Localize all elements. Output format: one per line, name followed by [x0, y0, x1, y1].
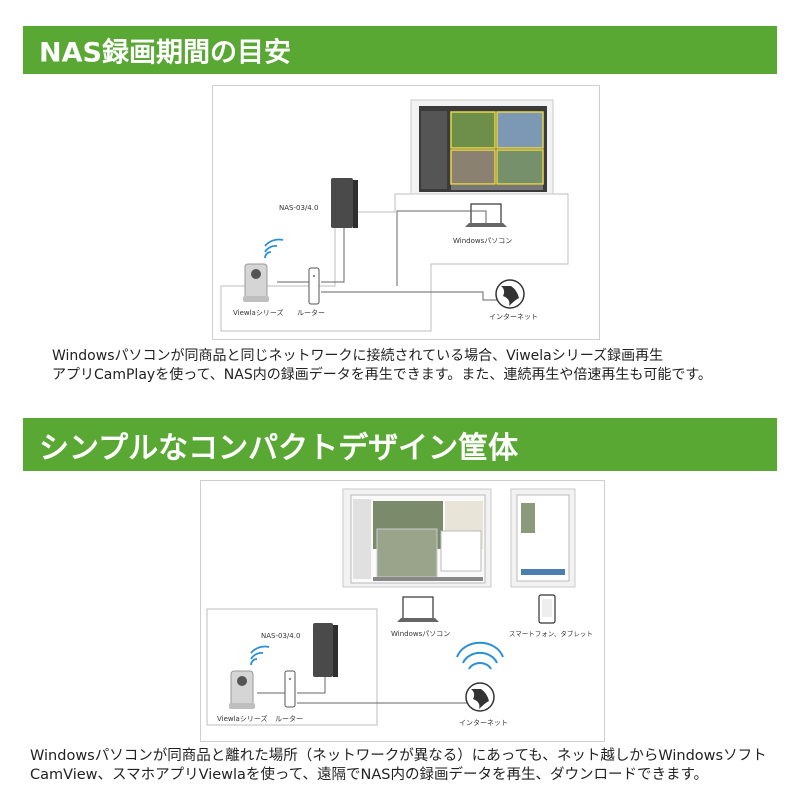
router-label: ルーター	[275, 714, 303, 723]
pc-label: Windowsパソコン	[391, 630, 450, 638]
software-screenshot	[410, 99, 554, 195]
phone-label: スマートフォン、タブレット	[509, 629, 593, 638]
section1-description: Windowsパソコンが同商品と同じネットワークに接続されている場合、Viwel…	[52, 347, 712, 385]
router-icon	[284, 670, 296, 708]
software-screenshot	[342, 488, 492, 588]
description-line: アプリCamPlayを使って、NAS内の録画データを再生できます。また、連続再生…	[52, 367, 712, 383]
camera-label: Viewlaシリーズ	[217, 714, 268, 723]
globe-icon	[495, 279, 525, 309]
smartphone-icon	[538, 594, 556, 624]
router-icon	[308, 267, 320, 305]
lan-boundary	[206, 608, 378, 726]
description-line: CamView、スマホアプリViewlaを使って、遠隔でNAS内の録画データを再…	[30, 767, 708, 783]
section-title: NAS録画期間の目安	[39, 37, 291, 69]
camera-label: Viewlaシリーズ	[233, 308, 284, 317]
nas-icon	[331, 178, 358, 228]
laptop-icon	[397, 596, 439, 622]
internet-label: インターネット	[489, 312, 538, 321]
description-line: Windowsパソコンが同商品と離れた場所（ネットワークが異なる）にあっても、ネ…	[30, 748, 767, 764]
wifi-icon	[264, 238, 284, 259]
section-title: シンプルなコンパクトデザイン筐体	[39, 430, 519, 466]
network-diagram-local: Windowsパソコン NAS-03/4.0 ルーター Viewlaシリーズ	[212, 85, 600, 340]
globe-icon	[465, 682, 495, 712]
router-label: ルーター	[297, 308, 325, 317]
camera-icon	[229, 670, 255, 709]
camera-icon	[243, 263, 269, 302]
section-banner-compact-design: シンプルなコンパクトデザイン筐体	[23, 418, 777, 471]
diagram-canvas: Windowsパソコン NAS-03/4.0 ルーター Viewlaシリーズ	[220, 99, 569, 332]
wifi-icon	[456, 641, 504, 670]
diagram-canvas: Windowsパソコン スマートフォン、タブレット NAS-03/4.0 ルータ…	[206, 488, 593, 727]
mobile-screenshot	[510, 488, 576, 588]
wifi-icon	[250, 645, 270, 666]
nas-label: NAS-03/4.0	[279, 204, 318, 212]
description-line: Windowsパソコンが同商品と同じネットワークに接続されている場合、Viwel…	[52, 348, 664, 364]
nas-label: NAS-03/4.0	[261, 632, 300, 640]
section-banner-recording-period: NAS録画期間の目安	[23, 26, 777, 74]
internet-label: インターネット	[459, 718, 508, 727]
nas-icon	[313, 623, 338, 677]
pc-label: Windowsパソコン	[453, 237, 512, 245]
lan-boundary	[220, 193, 569, 332]
section2-description: Windowsパソコンが同商品と離れた場所（ネットワークが異なる）にあっても、ネ…	[30, 747, 767, 785]
network-diagram-remote: Windowsパソコン スマートフォン、タブレット NAS-03/4.0 ルータ…	[200, 480, 605, 742]
